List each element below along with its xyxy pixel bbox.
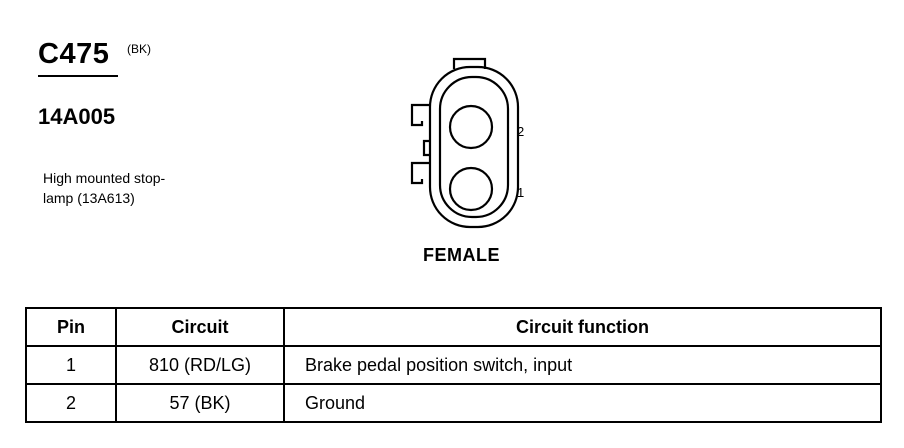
connector-face-diagram bbox=[410, 57, 520, 229]
cell-pin: 2 bbox=[25, 383, 117, 423]
description-line-1: High mounted stop- bbox=[43, 170, 166, 186]
pin-cavity-1 bbox=[448, 166, 494, 212]
table-row: 1 810 (RD/LG) Brake pedal position switc… bbox=[25, 345, 882, 385]
connector-latch bbox=[452, 57, 487, 69]
cell-pin: 1 bbox=[25, 345, 117, 385]
connector-housing-outer bbox=[428, 65, 520, 229]
cell-circuit-function: Brake pedal position switch, input bbox=[283, 345, 882, 385]
cell-circuit: 57 (BK) bbox=[115, 383, 285, 423]
pin-label-2: 2 bbox=[517, 124, 525, 139]
connector-id: C475 bbox=[38, 38, 110, 70]
cell-circuit: 810 (RD/LG) bbox=[115, 345, 285, 385]
connector-side-tab-lower bbox=[410, 161, 430, 185]
header-circuit: Circuit bbox=[115, 307, 285, 347]
pin-label-1: 1 bbox=[517, 185, 525, 200]
title-underline bbox=[38, 75, 118, 77]
cell-circuit-function: Ground bbox=[283, 383, 882, 423]
table-row: 2 57 (BK) Ground bbox=[25, 383, 882, 423]
connector-side-key bbox=[422, 139, 430, 157]
header-pin: Pin bbox=[25, 307, 117, 347]
pin-table: Pin Circuit Circuit function 1 810 (RD/L… bbox=[25, 307, 882, 423]
connector-color-code: (BK) bbox=[127, 42, 151, 56]
connector-side-tab-upper bbox=[410, 103, 430, 127]
part-number: 14A005 bbox=[38, 104, 116, 129]
connector-housing-inner bbox=[438, 75, 510, 219]
connector-gender: FEMALE bbox=[423, 245, 500, 265]
description-line-2: lamp (13A613) bbox=[43, 190, 135, 206]
header-circuit-function: Circuit function bbox=[283, 307, 882, 347]
connector-description: High mounted stop- lamp (13A613) bbox=[43, 168, 213, 208]
pin-table-header: Pin Circuit Circuit function bbox=[25, 307, 882, 347]
pin-cavity-2 bbox=[448, 104, 494, 150]
